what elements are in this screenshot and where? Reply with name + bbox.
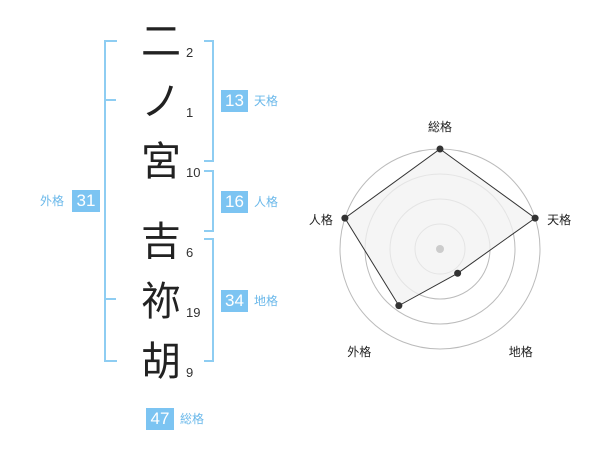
radar-axis-label: 人格 [309,212,333,227]
chikaku-value-badge: 34 [221,290,248,312]
name-char-1: 二 [141,19,181,65]
tenkaku-bracket [204,40,214,162]
radar-axis-label: 天格 [547,212,571,227]
stroke-count-6: 9 [186,365,194,380]
tenkaku-label: 天格 [254,94,279,108]
gaikaku-bracket [104,40,117,362]
chikaku-label: 地格 [254,294,279,308]
radar-point [454,269,462,277]
name-char-5: 祢 [141,279,181,325]
gaikaku-label: 外格 [40,194,65,208]
stroke-count-2: 1 [186,105,194,120]
name-char-3: 宮 [141,139,181,185]
gaikaku-tick-lower [104,298,116,300]
radar-point [395,302,403,310]
radar-axis-label: 地格 [509,344,533,359]
radar-center-dot [436,245,444,253]
jinkaku-value-badge: 16 [221,191,248,213]
name-char-4: 吉 [141,219,181,265]
chikaku-bracket [204,238,214,362]
radar-axis-label: 総格 [428,119,452,134]
name-char-2: ノ [141,79,181,125]
stroke-count-5: 19 [186,305,201,320]
soukaku-label: 総格 [180,412,205,426]
radar-point [436,145,444,153]
stroke-count-3: 10 [186,165,201,180]
tenkaku-value-badge: 13 [221,90,248,112]
gaikaku-value-badge: 31 [72,190,100,212]
gaikaku-tick-upper [104,99,116,101]
radar-point [341,214,349,222]
name-char-6: 胡 [141,339,181,385]
jinkaku-label: 人格 [254,195,279,209]
stroke-count-1: 2 [186,45,194,60]
stroke-count-4: 6 [186,245,194,260]
radar-series-area [344,148,536,307]
jinkaku-bracket [204,170,214,232]
soukaku-value-badge: 47 [146,408,174,430]
radar-point [531,214,539,222]
radar-axis-label: 外格 [347,344,371,359]
